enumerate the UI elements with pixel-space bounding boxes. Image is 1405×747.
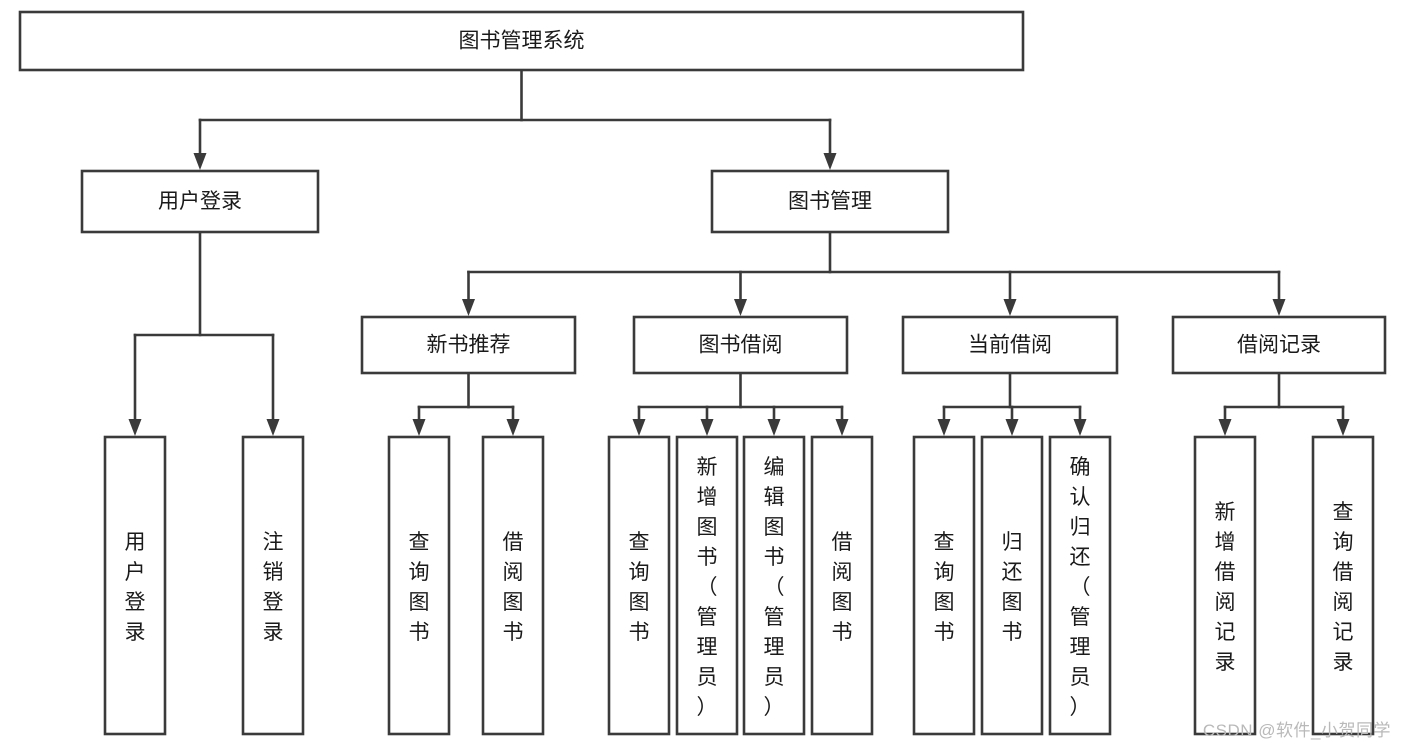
node-leaf-查询借阅记录[interactable]: 查询借阅记录 [1311,435,1375,736]
node-leaf-查询图书[interactable]: 查询图书 [387,435,451,736]
node-leaf-注销登录[interactable]: 注销登录 [241,435,305,736]
node-box-outline [241,435,305,736]
arrow-head-icon [823,153,837,170]
node-label: 用户登录 [158,190,242,213]
arrow-head-icon [1073,419,1087,436]
node-root-图书管理系统[interactable]: 图书管理系统 [18,10,1025,72]
arrow-head-icon [700,419,714,436]
node-box-outline [360,315,577,375]
arrow-head-icon [632,419,646,436]
arrow-head-icon [937,419,951,436]
connector-group-用户登录 [128,230,280,436]
arrow-head-icon [835,419,849,436]
node-leaf-确认归还管理员[interactable]: 确认归还（管理员） [1048,435,1112,736]
connector-group-图书借阅 [632,371,849,436]
csdn-watermark: CSDN @软件_小贺同学 [1202,721,1391,740]
arrow-head-icon [1003,299,1017,316]
node-box-outline [607,435,671,736]
node-label: 新书推荐 [427,334,511,357]
arrow-head-icon [193,153,207,170]
arrow-head-icon [266,419,280,436]
node-label: 查询图书 [409,531,430,644]
connector-group-图书管理 [462,230,1286,316]
connector-group-借阅记录 [1218,371,1350,436]
node-box-outline [1311,435,1375,736]
node-leaf-用户登录[interactable]: 用户登录 [103,435,167,736]
node-label: 借阅图书 [503,531,524,644]
node-boxes-layer: 图书管理系统用户登录图书管理新书推荐图书借阅当前借阅借阅记录用户登录注销登录查询… [18,10,1387,736]
node-label: 图书管理系统 [459,30,585,53]
node-box-outline [80,169,320,234]
node-leaf-新增图书管理员[interactable]: 新增图书（管理员） [675,435,739,736]
connector-group-新书推荐 [412,371,520,436]
connector-group-图书管理系统 [193,68,837,170]
node-label: 图书借阅 [699,334,783,357]
arrow-head-icon [1272,299,1286,316]
node-leaf-编辑图书管理员[interactable]: 编辑图书（管理员） [742,435,806,736]
node-label: 借阅图书 [832,531,853,644]
node-leaf-借阅图书[interactable]: 借阅图书 [481,435,545,736]
node-level2-借阅记录[interactable]: 借阅记录 [1171,315,1387,375]
node-label: 查询图书 [629,531,650,644]
arrow-head-icon [506,419,520,436]
node-label: 编辑图书（管理员） [764,456,785,719]
node-box-outline [632,315,849,375]
node-box-outline [710,169,950,234]
node-leaf-新增借阅记录[interactable]: 新增借阅记录 [1193,435,1257,736]
node-label: 查询借阅记录 [1333,501,1354,674]
connector-lines-layer [128,68,1350,436]
node-label: 归还图书 [1002,531,1023,644]
node-label: 新增借阅记录 [1215,501,1236,674]
arrow-head-icon [462,299,475,316]
node-label: 新增图书（管理员） [697,456,718,719]
node-box-outline [901,315,1119,375]
arrow-head-icon [1005,419,1019,436]
node-box-outline [1193,435,1257,736]
arrow-head-icon [412,419,426,436]
node-box-outline [18,10,1025,72]
node-label: 查询图书 [934,531,955,644]
node-box-outline [387,435,451,736]
node-level2-新书推荐[interactable]: 新书推荐 [360,315,577,375]
node-box-outline [481,435,545,736]
node-leaf-查询图书[interactable]: 查询图书 [607,435,671,736]
arrow-head-icon [767,419,781,436]
arrow-head-icon [1218,419,1232,436]
arrow-head-icon [128,419,142,436]
arrow-head-icon [1336,419,1350,436]
node-box-outline [1048,435,1112,736]
node-label: 确认归还（管理员） [1070,456,1091,719]
node-label: 图书管理 [788,190,872,213]
node-box-outline [810,435,874,736]
node-box-outline [742,435,806,736]
node-label: 当前借阅 [968,334,1052,357]
node-label: 注销登录 [263,531,284,644]
node-box-outline [675,435,739,736]
node-level2-当前借阅[interactable]: 当前借阅 [901,315,1119,375]
node-label: 借阅记录 [1237,334,1321,357]
node-box-outline [103,435,167,736]
node-leaf-借阅图书[interactable]: 借阅图书 [810,435,874,736]
node-label: 用户登录 [125,531,146,644]
connector-group-当前借阅 [937,371,1087,436]
node-level1-图书管理[interactable]: 图书管理 [710,169,950,234]
arrow-head-icon [734,299,747,316]
node-leaf-归还图书[interactable]: 归还图书 [980,435,1044,736]
node-box-outline [1171,315,1387,375]
node-level2-图书借阅[interactable]: 图书借阅 [632,315,849,375]
node-box-outline [980,435,1044,736]
node-leaf-查询图书[interactable]: 查询图书 [912,435,976,736]
node-box-outline [912,435,976,736]
node-level1-用户登录[interactable]: 用户登录 [80,169,320,234]
